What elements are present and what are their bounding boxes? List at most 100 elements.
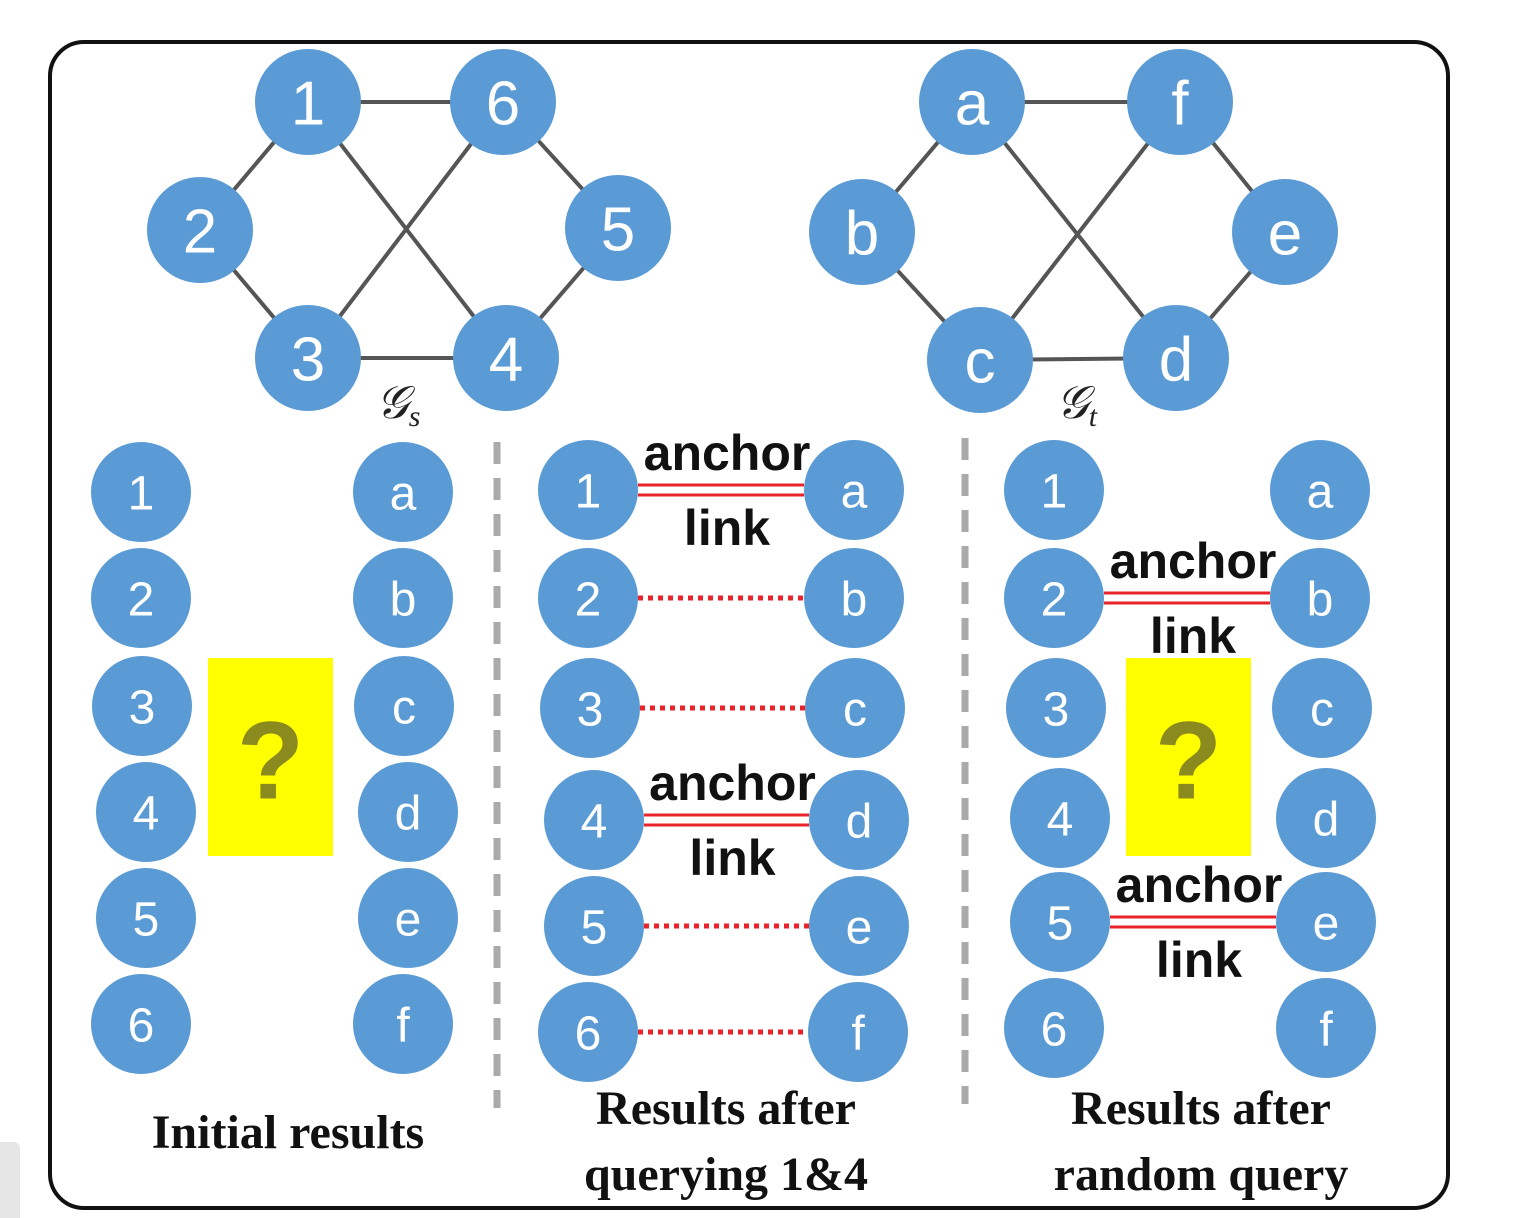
- panel-right-node-e: e: [358, 868, 458, 968]
- target-graph-node-d: d: [1123, 305, 1229, 411]
- panel-caption-line-2: querying 1&4: [584, 1148, 868, 1201]
- panel-left-node-2: 2: [91, 548, 191, 648]
- panel-right-node-f: f: [353, 974, 453, 1074]
- anchor-link-label-bottom: link: [684, 500, 770, 556]
- unknown-alignment-box: [208, 658, 333, 856]
- panel-right-node-f: f: [1276, 978, 1376, 1078]
- panel-left-node-5: 5: [96, 868, 196, 968]
- anchor-link-4-d: anchor link: [644, 755, 816, 886]
- panel-right-node-b: b: [804, 548, 904, 648]
- source-graph-node-1: 1: [255, 49, 361, 155]
- node-label: 3: [129, 682, 156, 735]
- node-label: 6: [128, 1000, 155, 1053]
- node-label: 4: [1047, 794, 1074, 847]
- node-label: 4: [581, 796, 608, 849]
- panel-left-node-4: 4: [1010, 768, 1110, 868]
- source-graph-node-label: 6: [486, 70, 520, 139]
- panel-left-node-5: 5: [1010, 872, 1110, 972]
- panel-left-node-3: 3: [92, 656, 192, 756]
- panel-caption-line-1: Results after: [1071, 1082, 1331, 1135]
- node-label: c: [392, 682, 416, 735]
- panel-caption-line-2: random query: [1054, 1148, 1349, 1201]
- node-label: d: [1313, 794, 1340, 847]
- node-label: a: [390, 468, 417, 521]
- panel-right-node-d: d: [1276, 768, 1376, 868]
- source-graph-node-label: 5: [601, 196, 635, 265]
- panel-right-node-c: c: [1272, 658, 1372, 758]
- source-graph-node-label: 3: [291, 326, 325, 395]
- node-label: 2: [128, 574, 155, 627]
- panel-caption-line-1: Initial results: [152, 1106, 424, 1159]
- source-graph-node-label: 4: [489, 326, 523, 395]
- target-graph-node-label: b: [845, 200, 879, 269]
- panel-left-node-2: 2: [538, 548, 638, 648]
- anchor-link-label-top: anchor: [649, 755, 816, 811]
- node-label: b: [841, 574, 868, 627]
- source-graph-node-6: 6: [450, 49, 556, 155]
- panel-left-node-4: 4: [96, 762, 196, 862]
- unknown-alignment-box: [1126, 658, 1251, 856]
- question-mark: ?: [1155, 700, 1222, 823]
- anchor-link-label-bottom: link: [1156, 932, 1242, 988]
- panel-left-node-4: 4: [544, 770, 644, 870]
- node-label: 6: [575, 1008, 602, 1061]
- anchor-link-label-top: anchor: [1110, 533, 1277, 589]
- panel-right-node-b: b: [353, 548, 453, 648]
- results-panel-2: anchorlinkanchorlink123456abcdefResults …: [538, 425, 909, 1201]
- node-label: f: [851, 1008, 865, 1061]
- panel-left-node-3: 3: [1006, 658, 1106, 758]
- target-graph-node-f: f: [1127, 49, 1233, 155]
- panel-right-node-a: a: [804, 440, 904, 540]
- panel-right-node-e: e: [1276, 872, 1376, 972]
- panel-left-node-1: 1: [91, 442, 191, 542]
- node-label: 3: [577, 684, 604, 737]
- panel-right-node-d: d: [809, 770, 909, 870]
- node-label: d: [846, 796, 873, 849]
- node-label: f: [1319, 1004, 1333, 1057]
- source-graph-node-2: 2: [147, 177, 253, 283]
- source-graph-edge-6-3: [306, 100, 505, 360]
- node-label: c: [843, 684, 867, 737]
- panel-right-node-c: c: [354, 656, 454, 756]
- anchor-link-label-bottom: link: [689, 830, 775, 886]
- node-label: a: [1307, 466, 1334, 519]
- node-label: b: [1307, 574, 1334, 627]
- node-label: e: [1313, 898, 1340, 951]
- source-graph-node-3: 3: [255, 305, 361, 411]
- anchor-link-label-bottom: link: [1150, 608, 1236, 664]
- node-label: 6: [1041, 1004, 1068, 1057]
- node-label: 3: [1043, 684, 1070, 737]
- target-graph-node-a: a: [919, 49, 1025, 155]
- anchor-link-2-b: anchor link: [1104, 533, 1276, 664]
- anchor-link-label-top: anchor: [644, 425, 811, 481]
- panel-left-node-1: 1: [1004, 440, 1104, 540]
- target-graph-node-label: a: [955, 70, 990, 139]
- node-label: d: [395, 788, 422, 841]
- panel-right-node-a: a: [353, 442, 453, 542]
- panel-left-node-6: 6: [91, 974, 191, 1074]
- node-label: b: [390, 574, 417, 627]
- panel-right-node-b: b: [1270, 548, 1370, 648]
- node-label: 1: [1041, 466, 1068, 519]
- question-mark: ?: [237, 700, 304, 823]
- target-graph-node-b: b: [809, 179, 915, 285]
- panel-left-node-6: 6: [538, 982, 638, 1082]
- target-graph-node-label: d: [1159, 326, 1193, 395]
- node-label: 1: [575, 466, 602, 519]
- node-label: 2: [575, 574, 602, 627]
- source-graph-node-4: 4: [453, 305, 559, 411]
- node-label: 4: [133, 788, 160, 841]
- node-label: a: [841, 466, 868, 519]
- node-label: 2: [1041, 574, 1068, 627]
- panel-left-node-6: 6: [1004, 978, 1104, 1078]
- target-graph-edge-a-d: [970, 100, 1178, 360]
- panel-right-node-c: c: [805, 658, 905, 758]
- anchor-link-1-a: anchor link: [638, 425, 810, 556]
- target-graph-node-c: c: [927, 307, 1033, 413]
- node-label: 5: [581, 902, 608, 955]
- source-graph-node-label: 2: [183, 198, 217, 267]
